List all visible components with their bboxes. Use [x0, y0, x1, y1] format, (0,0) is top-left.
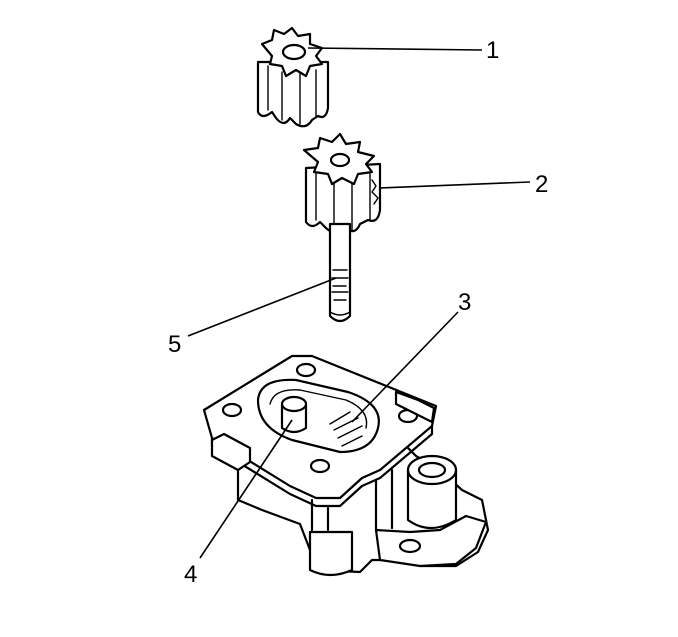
driven-gear: [256, 26, 330, 128]
leader-line-5: [187, 277, 337, 337]
callout-3: 3: [458, 289, 471, 316]
leader-lines: [187, 47, 531, 559]
drive-gear: [302, 132, 382, 233]
callout-1: 1: [486, 37, 499, 64]
leader-line-4: [199, 419, 293, 559]
leader-line-3: [351, 311, 459, 423]
pump-housing: [202, 354, 490, 577]
leader-line-2: [379, 181, 531, 189]
callout-labels: 1 2 3 4 5: [168, 37, 548, 588]
drive-shaft: [328, 222, 352, 323]
callout-2: 2: [535, 171, 548, 198]
callout-4: 4: [184, 561, 197, 588]
callout-5: 5: [168, 331, 181, 358]
leader-line-1: [307, 47, 483, 51]
